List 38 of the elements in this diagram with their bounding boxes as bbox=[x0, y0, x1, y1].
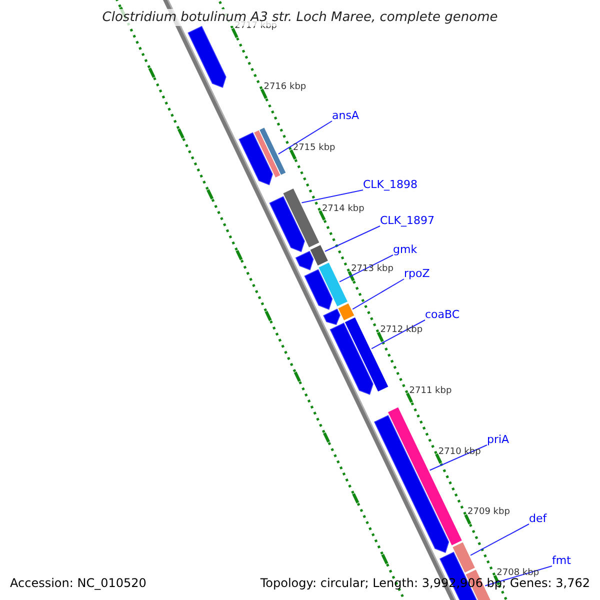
leader-line bbox=[352, 278, 404, 310]
leader-line bbox=[301, 190, 364, 204]
gene-label: ansA bbox=[332, 110, 359, 121]
scale-label: 2714 kbp bbox=[322, 204, 364, 214]
scale-label: 2711 kbp bbox=[409, 386, 452, 396]
scale-label: 2715 kbp bbox=[292, 144, 336, 153]
gene-bar bbox=[295, 250, 314, 270]
gene-bar bbox=[452, 541, 476, 574]
gene-bar bbox=[309, 244, 330, 267]
leader-line bbox=[324, 226, 380, 252]
gene-bar bbox=[253, 129, 282, 179]
leader-line bbox=[371, 320, 426, 350]
footer-text: Accession: NC_010520 bbox=[10, 575, 146, 591]
leader-line bbox=[339, 254, 394, 282]
scale-label: 2716 kbp bbox=[264, 82, 306, 92]
gene-bar bbox=[337, 302, 356, 322]
leader-line bbox=[278, 120, 332, 155]
gene-label: coaBC bbox=[425, 309, 460, 320]
gene-bar bbox=[188, 26, 226, 88]
gene-bar bbox=[282, 187, 320, 248]
gene-bar bbox=[386, 406, 463, 546]
scale-label: 2717 kbp bbox=[234, 22, 278, 32]
gene-bar bbox=[304, 269, 333, 310]
gene-bar bbox=[330, 322, 374, 395]
leader-line bbox=[470, 524, 530, 556]
gene-label: CLK_1898 bbox=[363, 179, 418, 190]
gene-label: CLK_1897 bbox=[380, 215, 435, 226]
gene-bar bbox=[318, 262, 349, 308]
gene-bar bbox=[238, 132, 273, 186]
scale-label: 2709 kbp bbox=[468, 508, 510, 518]
scale-label: 2712 kbp bbox=[380, 326, 423, 336]
gene-label: priA bbox=[487, 434, 510, 445]
gene-label: def bbox=[529, 513, 547, 524]
gene-label: rpoZ bbox=[404, 268, 430, 279]
gene-label: fmt bbox=[552, 555, 571, 566]
gene-label: gmk bbox=[393, 244, 418, 255]
leader-line bbox=[429, 444, 488, 471]
gene-bar bbox=[269, 196, 305, 252]
